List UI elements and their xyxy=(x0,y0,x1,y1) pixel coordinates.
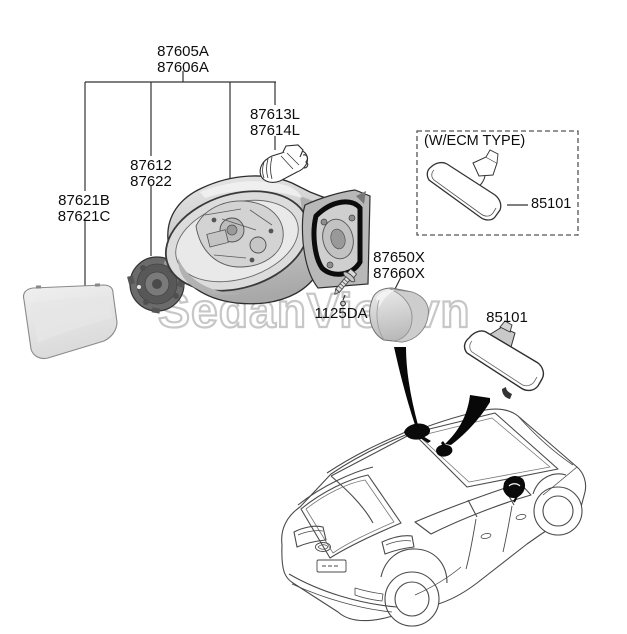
rearview-mirror-drawing xyxy=(463,320,545,399)
ecm-box xyxy=(416,130,579,236)
screw-drawing xyxy=(334,268,357,295)
label-ecm-mirror: 85101 xyxy=(531,196,572,212)
label-mirror-assembly: 87605A 87606A xyxy=(157,43,209,76)
ecm-mirror-drawing xyxy=(426,149,502,221)
door-mirror-mark-near xyxy=(503,475,526,503)
label-rearview-mirror: 85101 xyxy=(486,309,528,326)
label-actuator: 87612 87622 xyxy=(130,157,172,190)
label-screw: 1125DA xyxy=(314,305,368,322)
mirror-cover-drawing xyxy=(369,287,429,343)
label-mirror-cover: 87650X 87660X xyxy=(373,249,425,282)
label-signal-lamp: 87613L 87614L xyxy=(249,106,301,139)
signal-lamp-drawing xyxy=(259,144,309,183)
label-mirror-glass: 87621B 87621C xyxy=(57,192,111,225)
door-mirror-mark-far xyxy=(404,423,431,443)
vehicle-drawing xyxy=(281,408,587,627)
label-ecm-box-title: (W/ECM TYPE) xyxy=(424,133,526,149)
connector-lines xyxy=(84,71,528,337)
interior-mirror-mark xyxy=(436,441,453,457)
mirror-mount-gasket-drawing xyxy=(301,189,371,289)
install-arrow-side-mirror xyxy=(394,347,418,428)
mirror-glass-drawing xyxy=(22,283,118,360)
install-arrow-interior-mirror xyxy=(445,395,490,445)
